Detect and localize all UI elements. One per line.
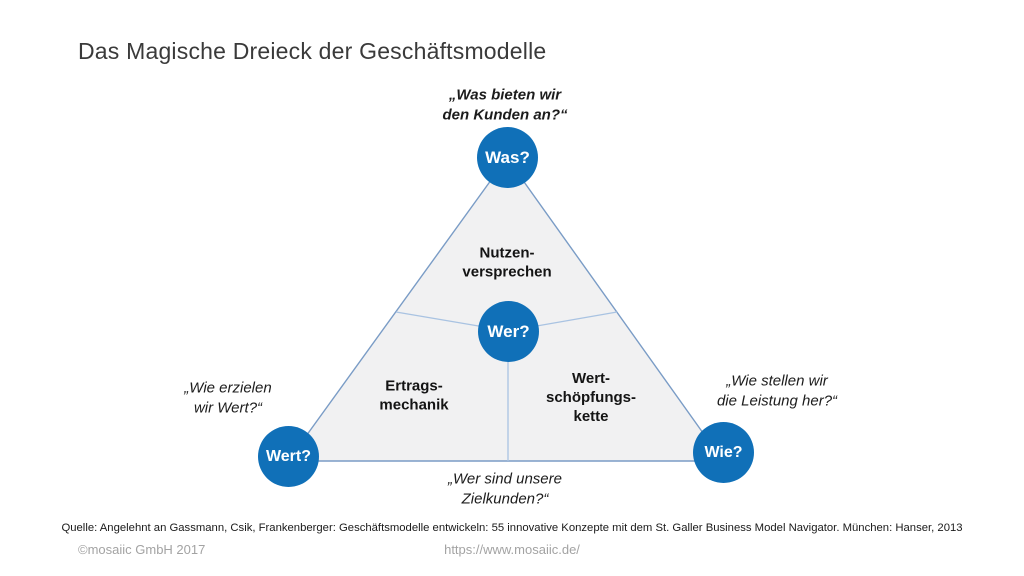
source-citation: Quelle: Angelehnt an Gassmann, Csik, Fra… — [61, 522, 963, 534]
node-wie-label: Wie? — [704, 443, 743, 461]
node-wie-circle: Wie? — [693, 422, 754, 483]
quote-wie: „Wie stellen wir die Leistung her?“ — [716, 372, 838, 410]
quote-was: „Was bieten wir den Kunden an?“ — [442, 86, 568, 124]
node-wer-label: Wer? — [487, 321, 530, 341]
region-label-nutzenversprechen: Nutzen- versprechen — [462, 244, 552, 280]
node-wer-circle: Wer? — [478, 301, 539, 362]
node-was-label: Was? — [485, 147, 530, 167]
footer-copyright: ©mosaiic GmbH 2017 — [78, 542, 206, 557]
region-label-ertragsmechanik: Ertrags- mechanik — [379, 377, 449, 413]
node-wert-label: Wert? — [265, 447, 312, 465]
footer-url: https://www.mosaiic.de/ — [444, 542, 580, 557]
page-title: Das Magische Dreieck der Geschäftsmodell… — [78, 38, 547, 64]
node-was-circle: Was? — [477, 127, 538, 188]
node-wert-circle: Wert? — [258, 426, 319, 487]
region-label-wertschoepfungskette: Wert- schöpfungs- kette — [546, 369, 636, 425]
quote-wer: „Wer sind unsere Zielkunden?“ — [448, 470, 562, 508]
quote-wert: „Wie erzielen wir Wert?“ — [184, 379, 272, 417]
